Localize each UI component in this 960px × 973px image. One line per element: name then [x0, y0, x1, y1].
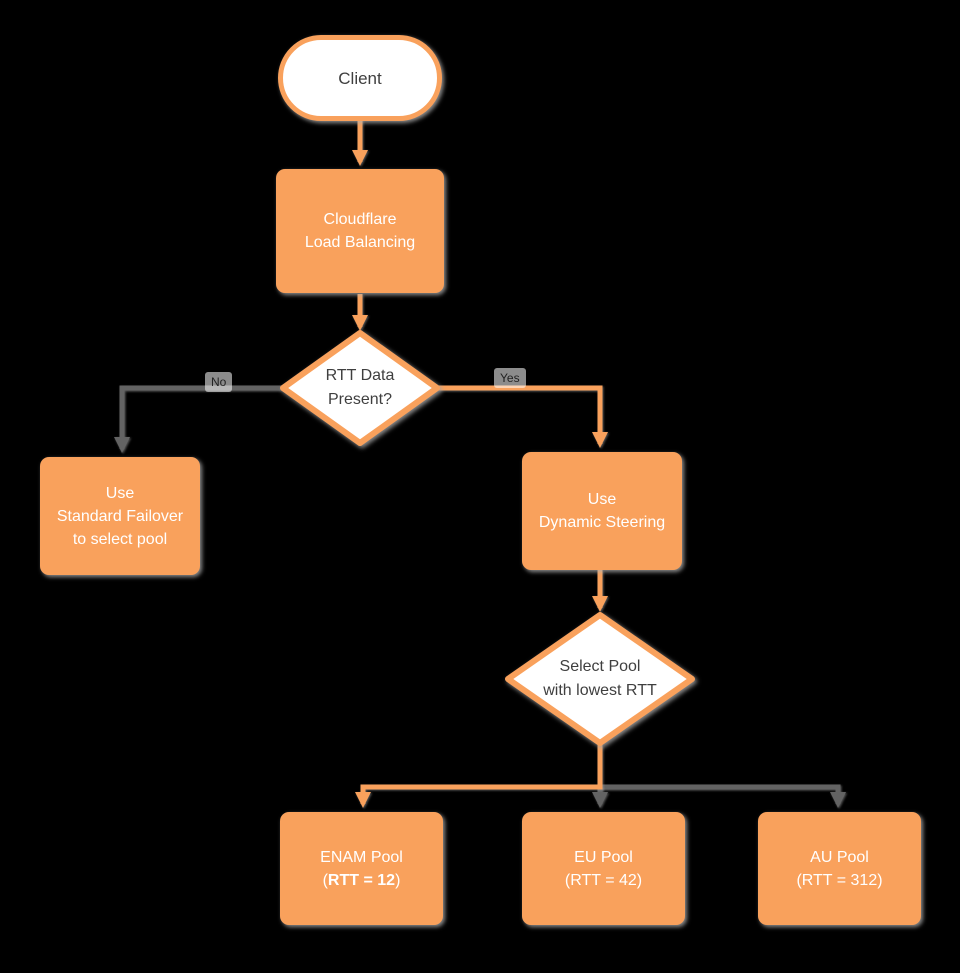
- node-standard-failover: Use Standard Failover to select pool: [40, 457, 200, 575]
- node-standard-failover-line2: Standard Failover: [56, 507, 184, 525]
- edge-to-enam-pool: [354, 745, 603, 809]
- edge-no-to-standard-failover: [113, 385, 283, 454]
- node-eu-pool-rtt: (RTT = 42): [564, 871, 643, 889]
- node-enam-pool: ENAM Pool (RTT = 12): [280, 812, 443, 925]
- decision-rtt-data-shape: [280, 330, 440, 446]
- node-eu-pool-name: EU Pool: [574, 848, 633, 866]
- node-au-pool-name: AU Pool: [810, 848, 869, 866]
- node-load-balancing-line2: Load Balancing: [304, 234, 416, 251]
- node-enam-pool-name: ENAM Pool: [320, 848, 403, 866]
- edge-label-yes: Yes: [494, 368, 526, 388]
- node-au-pool-rtt: (RTT = 312): [796, 871, 883, 889]
- edge-yes-to-dynamic-steering: [437, 385, 609, 449]
- node-load-balancing: Cloudflare Load Balancing: [276, 169, 444, 293]
- node-eu-pool: EU Pool (RTT = 42): [522, 812, 685, 925]
- node-standard-failover-line3: to select pool: [72, 530, 168, 548]
- node-dynamic-steering: Use Dynamic Steering: [522, 452, 682, 570]
- node-dynamic-steering-line1: Use: [587, 491, 617, 508]
- edge-to-au-pool: [600, 784, 847, 809]
- node-au-pool: AU Pool (RTT = 312): [758, 812, 921, 925]
- node-standard-failover-line1: Use: [105, 484, 135, 502]
- node-load-balancing-line1: Cloudflare: [323, 211, 397, 228]
- node-client-label: Client: [338, 68, 382, 88]
- edge-label-no: No: [205, 372, 233, 392]
- node-client: Client: [278, 35, 442, 121]
- node-dynamic-steering-line2: Dynamic Steering: [538, 514, 666, 531]
- decision-select-pool-shape: [505, 612, 695, 746]
- node-enam-pool-rtt: (RTT = 12): [322, 871, 401, 889]
